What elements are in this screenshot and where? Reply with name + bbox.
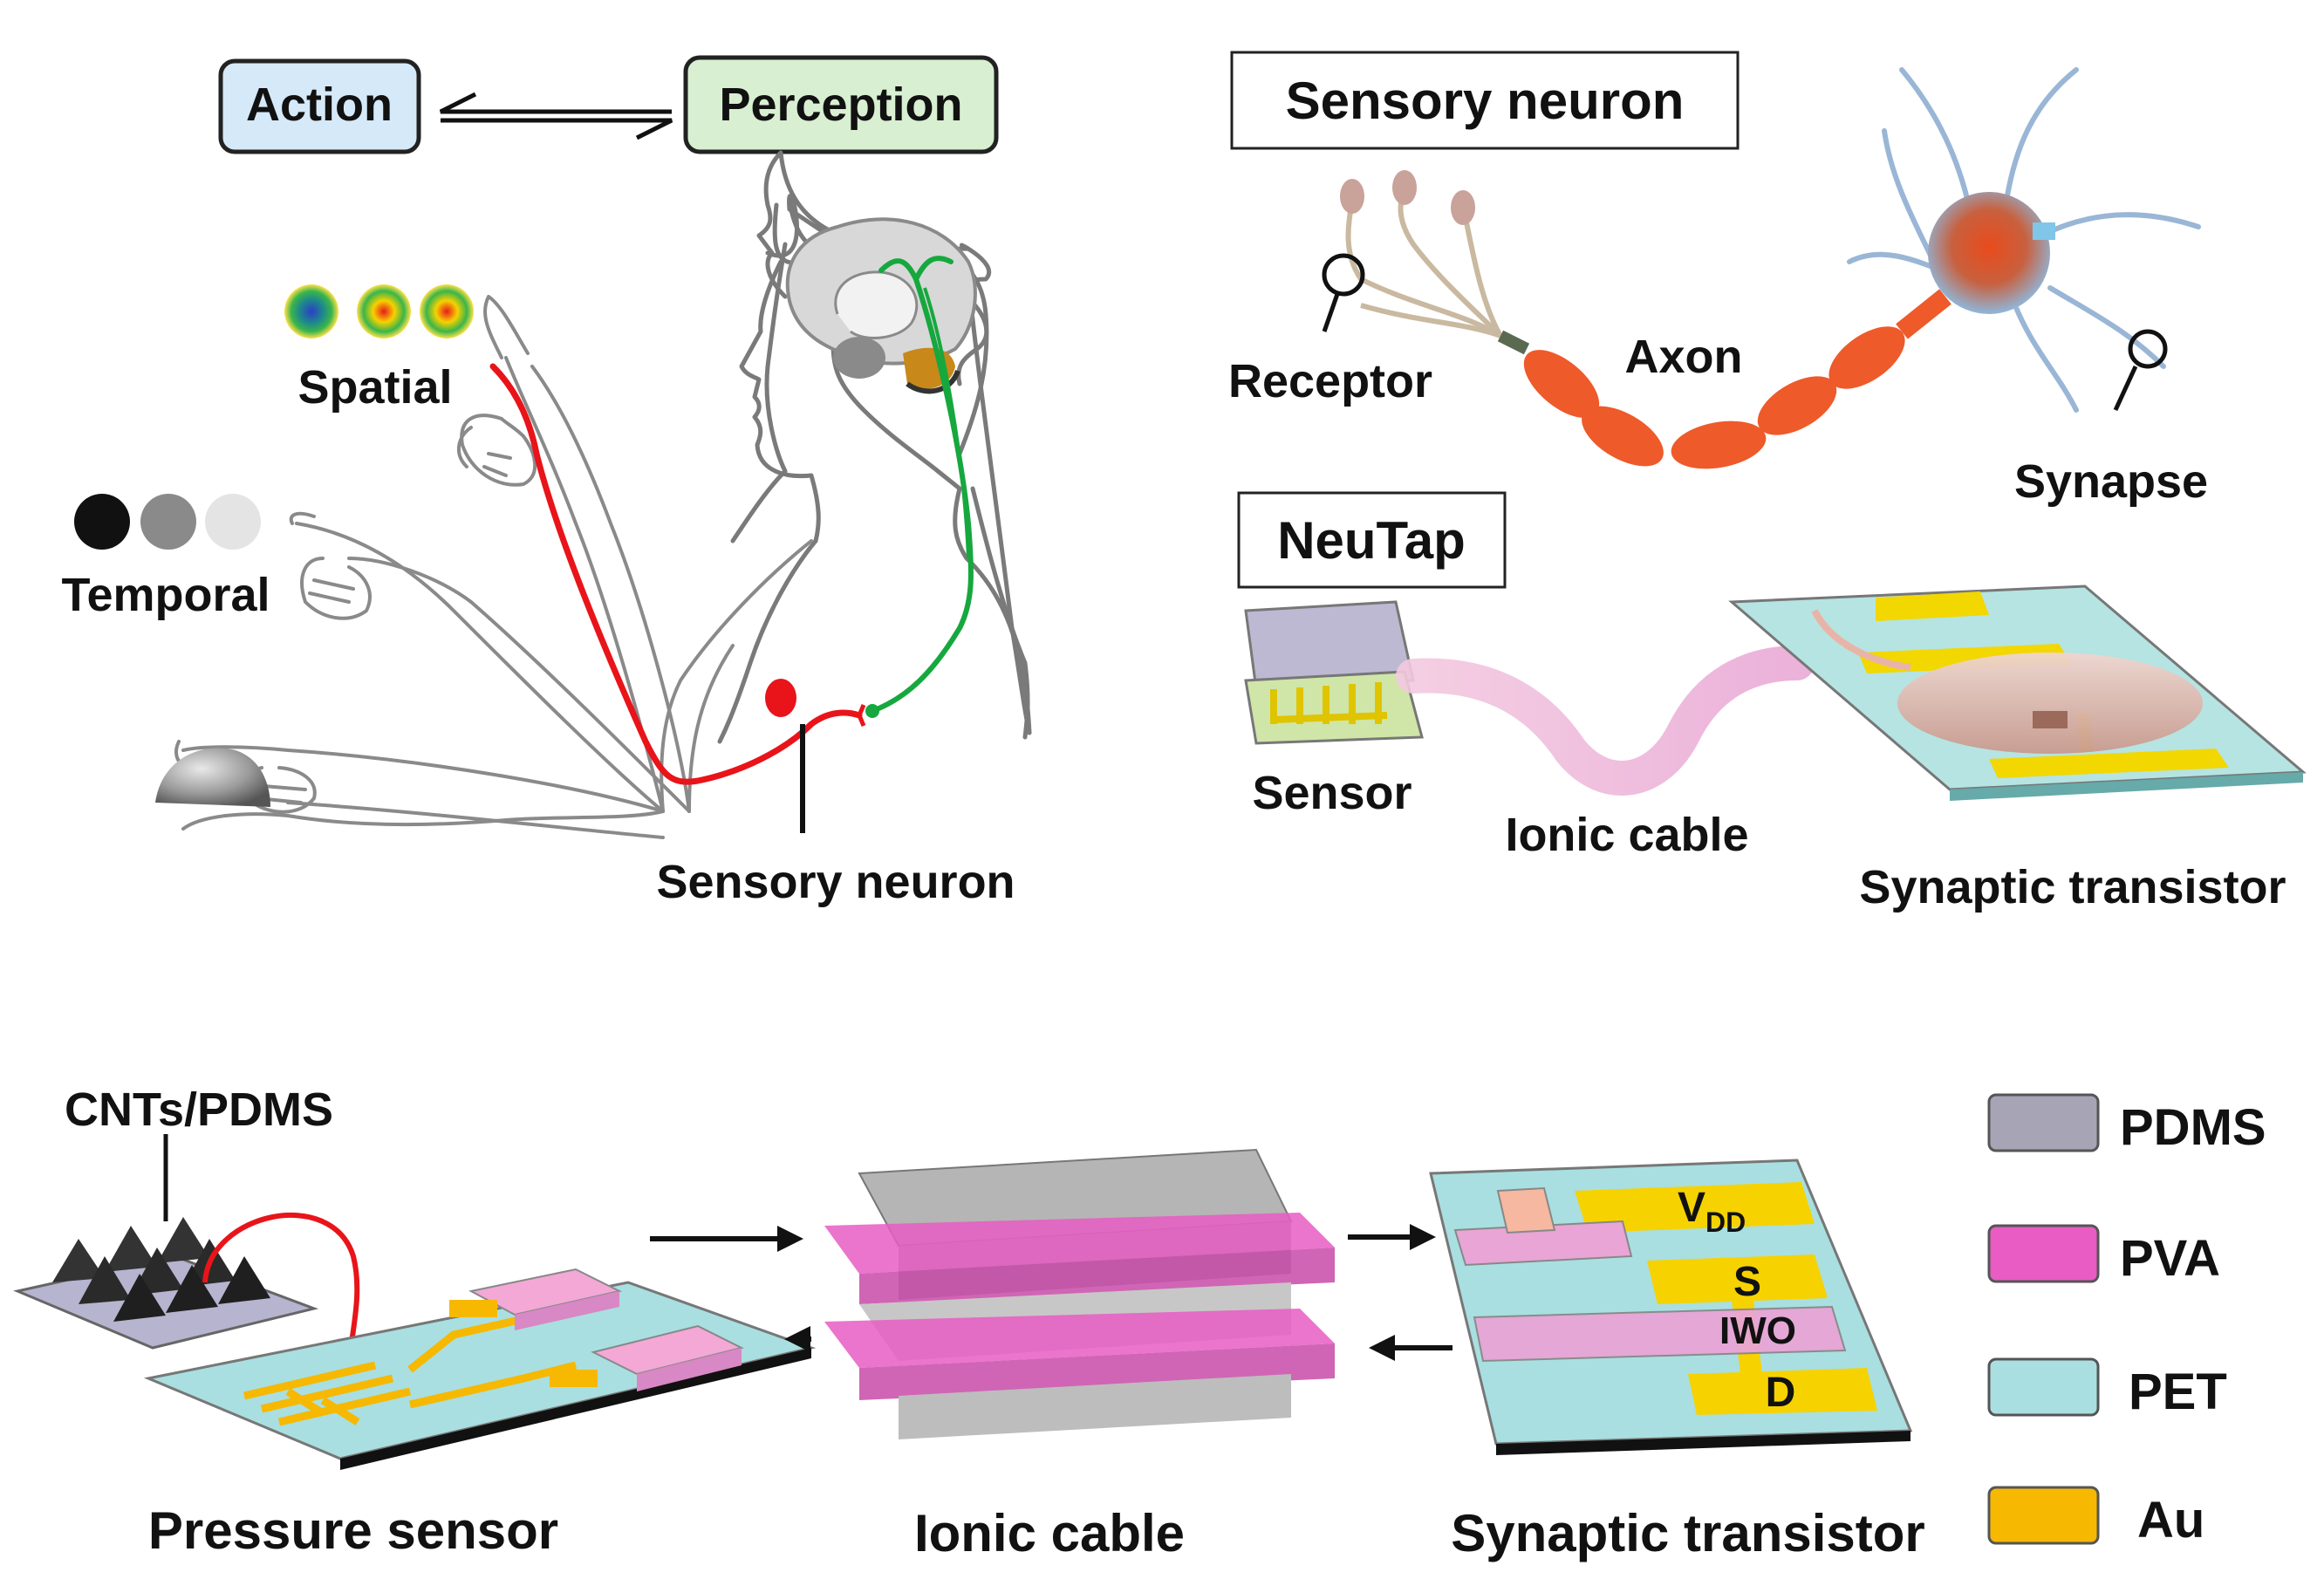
pressure-sensor-device (143, 1268, 817, 1470)
vdd-sub: DD (1705, 1207, 1746, 1238)
legend-label-au: Au (2137, 1492, 2204, 1548)
action-box: Action (218, 58, 421, 154)
synapse-label: Synapse (2014, 455, 2208, 508)
arm-outlines (181, 356, 813, 839)
neutap-ionic-cable (1396, 646, 1815, 796)
human-figure (717, 150, 1032, 744)
hand-top (457, 295, 537, 487)
legend-swatch-pva (1987, 1224, 2100, 1283)
pressure-dome (155, 748, 270, 807)
legend-label-pdms: PDMS (2120, 1099, 2266, 1156)
legend-swatch-pdms (1987, 1093, 2100, 1152)
axon (1497, 289, 1951, 469)
synapse-marker (2128, 329, 2168, 369)
neutap-transistor-label: Synaptic transistor (1859, 861, 2286, 913)
action-perception-arrows (439, 92, 673, 140)
panel-a: Action Perception Spatial Temporal (61, 55, 1032, 908)
red-synapse (857, 704, 866, 727)
ionic-cable-label: Ionic cable (914, 1504, 1185, 1562)
iwo-label: IWO (1719, 1309, 1796, 1352)
neutap-sensor (1244, 600, 1424, 745)
legend-swatch-au (1987, 1486, 2100, 1545)
synapse-pointer (2113, 365, 2138, 412)
drain-label: D (1766, 1370, 1796, 1416)
green-neural-path (870, 256, 974, 714)
transistor-label: Synaptic transistor (1451, 1504, 1925, 1562)
perception-label: Perception (719, 79, 962, 131)
transistor-device (1429, 1159, 1913, 1455)
action-label: Action (246, 79, 393, 131)
flip-arrow (202, 1213, 365, 1366)
vdd-label: V DD (1678, 1185, 1746, 1238)
source-label: S (1733, 1259, 1761, 1305)
legend-swatch-pet (1987, 1357, 2100, 1417)
dorsal-ganglion (765, 679, 796, 717)
cnts-pyramid-array (13, 1217, 319, 1350)
neutap-transistor (1728, 584, 2307, 801)
neutap-ionic-cable-label: Ionic cable (1505, 809, 1748, 861)
temporal-dots (74, 494, 261, 550)
sensory-neuron-title-box: Sensory neuron (1230, 51, 1740, 150)
green-synapse-dot (865, 704, 879, 718)
ionic-cable-stack (824, 1148, 1335, 1439)
cnts-pdms-label: CNTs/PDMS (65, 1084, 333, 1136)
hand-middle (289, 511, 372, 620)
sensor-label: Sensor (1252, 767, 1411, 819)
receptor-label: Receptor (1228, 355, 1432, 407)
perception-box: Perception (683, 55, 999, 154)
panel-b: Sensory neuron Receptor Axon (1228, 51, 2307, 913)
legend-label-pva: PVA (2120, 1230, 2220, 1287)
red-neural-path (489, 363, 863, 785)
spatial-label: Spatial (297, 361, 452, 414)
axon-label: Axon (1625, 331, 1743, 383)
receptor-endings (1322, 170, 1503, 338)
legend-label-pet: PET (2129, 1364, 2227, 1420)
panel-c: CNTs/PDMS (13, 1084, 2266, 1562)
neuron-soma (1847, 67, 2201, 413)
pressure-sensor-label: Pressure sensor (148, 1501, 558, 1560)
sensory-neuron-title: Sensory neuron (1286, 72, 1685, 130)
spatial-spots (284, 284, 474, 338)
vdd-main: V (1678, 1185, 1705, 1231)
neutap-label: NeuTap (1277, 511, 1466, 570)
neutap-title-box: NeuTap (1237, 491, 1507, 589)
sensory-neuron-label: Sensory neuron (656, 856, 1015, 908)
temporal-label: Temporal (61, 569, 270, 621)
green-path-inner (923, 287, 970, 559)
materials-legend: PDMS PVA PET Au (1987, 1093, 2266, 1548)
